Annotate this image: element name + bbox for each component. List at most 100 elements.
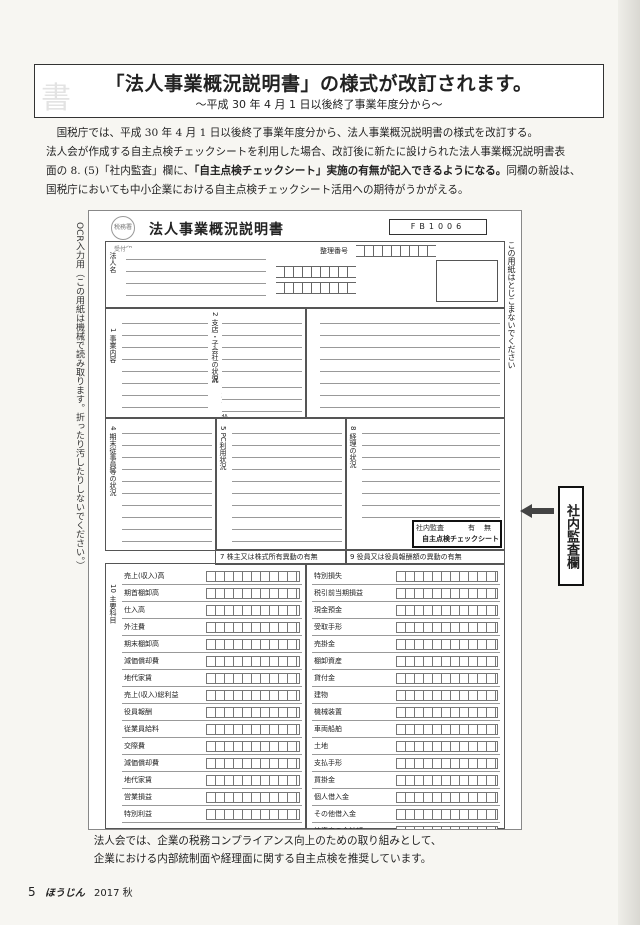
form-row-label: 買掛金 xyxy=(314,776,335,784)
form-row-boxes xyxy=(206,775,300,786)
form-row: 減価償却費 xyxy=(122,653,302,670)
form-row: 営業損益 xyxy=(122,789,302,806)
form-row-label: 建物 xyxy=(314,691,328,699)
form-row-boxes xyxy=(206,690,300,701)
form-row-boxes xyxy=(396,758,498,769)
business-label: 1 事業内容 xyxy=(109,328,117,363)
form-row-boxes xyxy=(396,826,498,829)
form-row: 期末棚卸高 xyxy=(122,636,302,653)
closing-line: 法人会では、企業の税務コンプライアンス向上のための取り組みとして、 xyxy=(93,835,442,847)
intro-line: 国税庁においても中小企業における自主点検チェックシート活用への期待がうかがえる。 xyxy=(46,184,469,196)
form-row-boxes xyxy=(396,809,498,820)
form-row-boxes xyxy=(396,656,498,667)
audit-no-label: 無 xyxy=(484,524,491,532)
form-row: 機械装置 xyxy=(312,704,500,721)
headline: 「法人事業概況説明書」の様式が改訂されます。 xyxy=(105,73,533,95)
form-row: 売掛金 xyxy=(312,636,500,653)
year-boxes xyxy=(276,282,356,294)
seal-stamp: 税務署受付印 xyxy=(111,216,135,253)
form-row-boxes xyxy=(206,622,300,633)
form-row: 土地 xyxy=(312,738,500,755)
form-row-boxes xyxy=(396,571,498,582)
form-row: 特別損失 xyxy=(312,568,500,585)
form-row: 受取手形 xyxy=(312,619,500,636)
form-row-boxes xyxy=(206,673,300,684)
form-row-label: 地代家賃 xyxy=(124,776,152,784)
form-right-note: この用紙はとじこまないでください xyxy=(507,241,516,369)
form-row-label: 個人借入金 xyxy=(314,793,349,801)
form-row-boxes xyxy=(396,741,498,752)
form-title: 法人事業概況説明書 xyxy=(149,222,284,238)
intro-line: 国税庁では、平成 30 年 4 月 1 日以後終了事業年度分から、法人事業概況説… xyxy=(56,127,539,139)
emphasis-text: 「自主点検チェックシート」実施の有無が記入できるようになる。 xyxy=(194,165,507,177)
accounting-label: 8 経理の状況 xyxy=(349,426,357,468)
officer-row: 9 役員又は役員報酬額の異動の有無 xyxy=(345,549,505,565)
ocr-note: OCR入力用（この用紙は機械で読み取ります。折ったり汚したりしないでください。） xyxy=(74,222,84,571)
form-row-label: 売掛金 xyxy=(314,640,335,648)
form-row-label: 期首棚卸高 xyxy=(124,589,159,597)
name-label: 法人名 xyxy=(109,252,117,273)
form-row-boxes xyxy=(206,809,300,820)
magazine-name: ほうじん xyxy=(44,888,85,899)
form-row-boxes xyxy=(206,758,300,769)
form-row: 建物 xyxy=(312,687,500,704)
form-row-label: 税引前当期損益 xyxy=(314,589,363,597)
form-row: 支払手形 xyxy=(312,755,500,772)
form-row-label: 役員報酬 xyxy=(124,708,152,716)
form-row-label: 受取手形 xyxy=(314,623,342,631)
overseas-lines xyxy=(222,376,302,414)
form-row-label: 支払手形 xyxy=(314,759,342,767)
form-row: その他借入金 xyxy=(312,806,500,823)
form-row-boxes xyxy=(206,588,300,599)
form-row: 交際費 xyxy=(122,738,302,755)
internal-audit-callout: 社内監査欄 xyxy=(558,486,584,586)
form-row: 棚卸資産 xyxy=(312,653,500,670)
issue-label: 2017 秋 xyxy=(94,888,133,899)
sales-label: 10 主要科目 xyxy=(109,584,117,624)
balance-section: 特別損失税引前当期損益現金預金受取手形売掛金棚卸資産貸付金建物機械装置車両船舶土… xyxy=(305,563,505,829)
form-row-boxes xyxy=(396,622,498,633)
shareholder-label: 7 株主又は株式所有異動の有無 xyxy=(220,553,318,561)
watermark-graphic: 書 xyxy=(41,81,71,116)
form-row-label: 期末棚卸高 xyxy=(124,640,159,648)
form-row: 減価償却費 xyxy=(122,755,302,772)
intro-line: 法人会が作成する自主点検チェックシートを利用した場合、改訂後に新たに設けられた法… xyxy=(46,146,566,158)
form-row-boxes xyxy=(396,639,498,650)
form-row: 従業員給料 xyxy=(122,721,302,738)
sales-section: 10 主要科目 売上(収入)高期首棚卸高仕入高外注費期末棚卸高減価償却費地代家賃… xyxy=(105,563,307,829)
subsidiary-section xyxy=(305,307,505,419)
business-section: 1 事業内容 2 支店・子会社の状況 3 海外取引状況 xyxy=(105,307,307,419)
staff-section: 4 期末従事員等の状況 xyxy=(105,417,217,551)
form-row-label: 減価償却費 xyxy=(124,657,159,665)
year-boxes xyxy=(276,266,356,278)
form-row-label: 仕入高 xyxy=(124,606,145,614)
form-row: 地代家賃 xyxy=(122,670,302,687)
shareholder-row: 7 株主又は株式所有異動の有無 xyxy=(215,549,347,565)
form-row-label: 減価償却費 xyxy=(124,759,159,767)
subheadline: ～平成 30 年 4 月 1 日以後終了事業年度分から～ xyxy=(195,98,443,111)
closing-line: 企業における内部統制面や経理面に関する自主点検を推奨しています。 xyxy=(93,853,432,865)
form-row: 役員報酬 xyxy=(122,704,302,721)
page-footer: 5 ほうじん 2017 秋 xyxy=(28,884,133,899)
form-row: 買掛金 xyxy=(312,772,500,789)
form-row-label: 純資産の合計額 xyxy=(314,823,392,829)
pc-lines xyxy=(232,422,342,546)
form-row: 現金預金 xyxy=(312,602,500,619)
form-row-label: 従業員給料 xyxy=(124,725,159,733)
balance-items: 特別損失税引前当期損益現金預金受取手形売掛金棚卸資産貸付金建物機械装置車両船舶土… xyxy=(312,568,500,829)
form-row-label: 外注費 xyxy=(124,623,145,631)
form-row-label: 売上(収入)総利益 xyxy=(124,691,179,699)
form-row-boxes xyxy=(206,656,300,667)
audit-yes-label: 有 xyxy=(468,524,475,532)
form-row-label: 現金預金 xyxy=(314,606,342,614)
tax-office-box xyxy=(436,260,498,302)
form-row: 外注費 xyxy=(122,619,302,636)
branch-lines xyxy=(222,312,302,372)
form-row-boxes xyxy=(206,741,300,752)
serial-boxes xyxy=(356,245,436,257)
form-row-boxes xyxy=(396,605,498,616)
staff-label: 4 期末従事員等の状況 xyxy=(109,426,117,496)
page-gutter xyxy=(618,0,640,925)
form-row-label: 特別利益 xyxy=(124,810,152,818)
